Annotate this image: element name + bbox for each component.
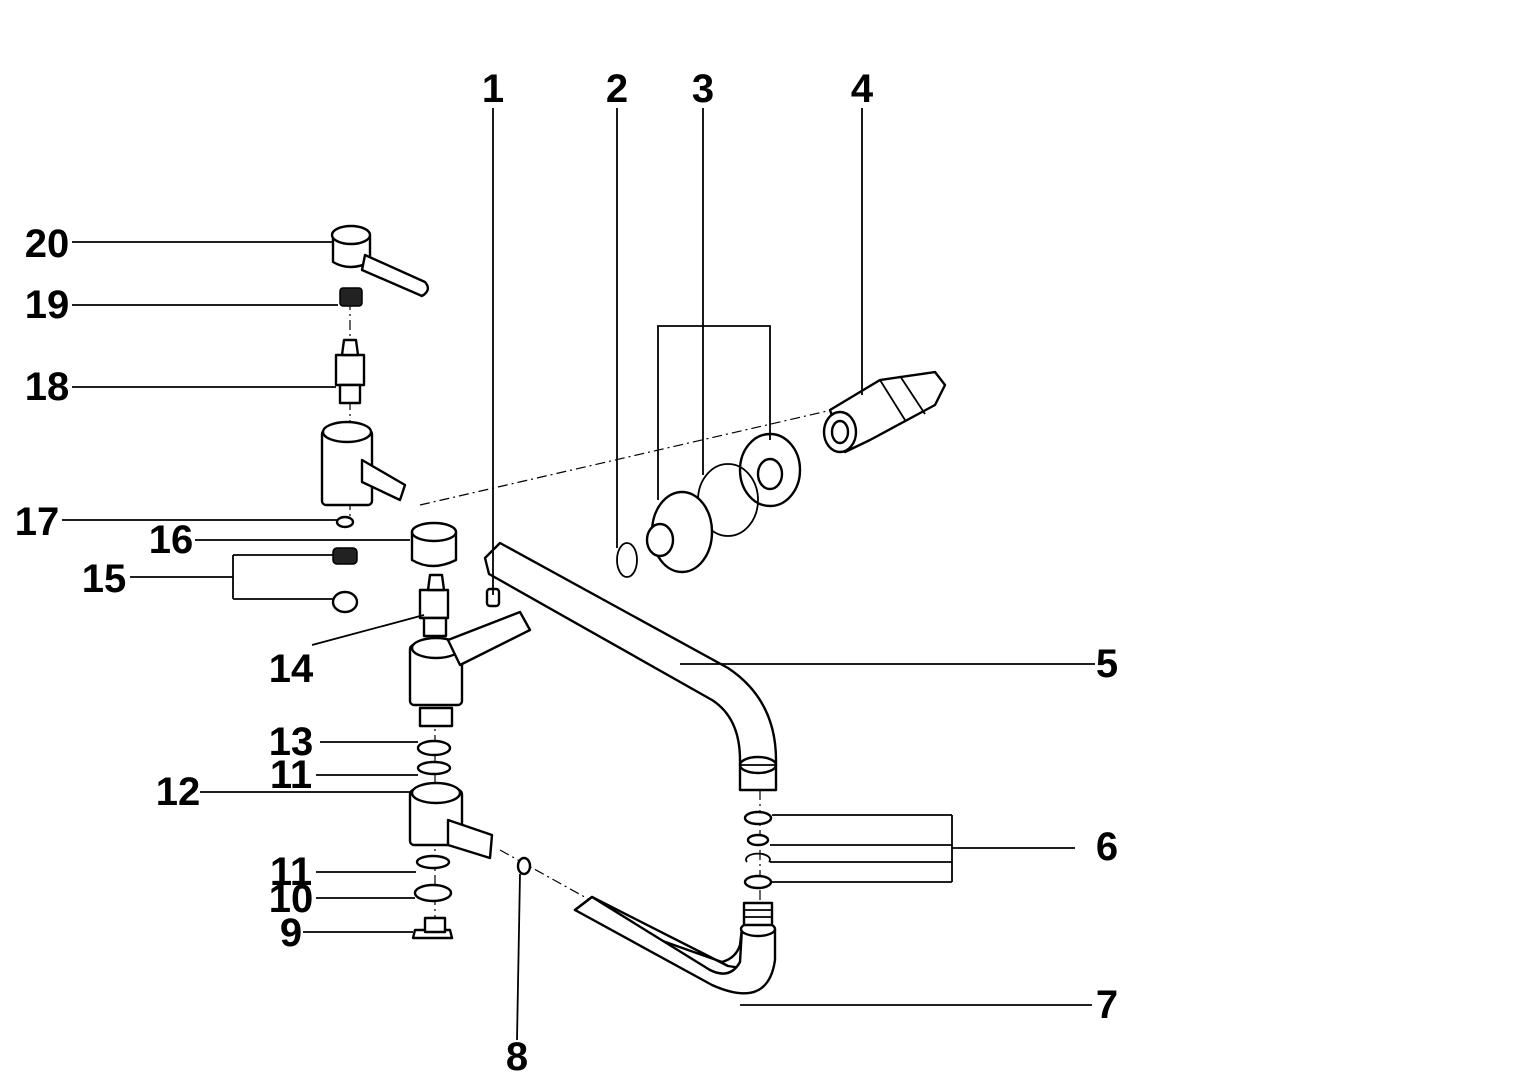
- callout-11-upper: 11: [270, 753, 312, 797]
- lower-valve-assembly: [408, 781, 532, 940]
- callout-5: 5: [1096, 642, 1118, 686]
- callout-6: 6: [1096, 825, 1118, 869]
- callout-13: 13: [269, 720, 314, 764]
- callout-12: 12: [156, 770, 201, 814]
- callout-15: 15: [82, 557, 127, 601]
- callout-3: 3: [692, 67, 714, 111]
- callout-labels: 1 2 3 4 5 6 7 8 9 10 11 11 12 13 14 15 1…: [15, 67, 1118, 1079]
- callout-19: 19: [25, 283, 70, 327]
- callout-8: 8: [506, 1035, 528, 1079]
- upper-valve-assembly: [320, 224, 430, 529]
- connector-sleeve: [822, 370, 947, 454]
- callout-9: 9: [280, 911, 302, 955]
- callout-18: 18: [25, 365, 70, 409]
- middle-valve-assembly: [331, 521, 532, 776]
- seal-rings-stack: [742, 810, 774, 927]
- callout-10: 10: [269, 877, 314, 921]
- callout-14: 14: [269, 647, 314, 691]
- callout-2: 2: [606, 67, 628, 111]
- wall-rosette: [616, 432, 802, 578]
- callout-16: 16: [149, 518, 194, 562]
- callout-17: 17: [15, 500, 60, 544]
- callout-11-lower: 11: [270, 850, 312, 894]
- callout-1: 1: [482, 67, 504, 111]
- callout-7: 7: [1096, 983, 1118, 1027]
- leader-lines: [62, 108, 1095, 1041]
- callout-20: 20: [25, 222, 70, 266]
- spout-pipe: [483, 541, 778, 792]
- callout-4: 4: [851, 67, 874, 111]
